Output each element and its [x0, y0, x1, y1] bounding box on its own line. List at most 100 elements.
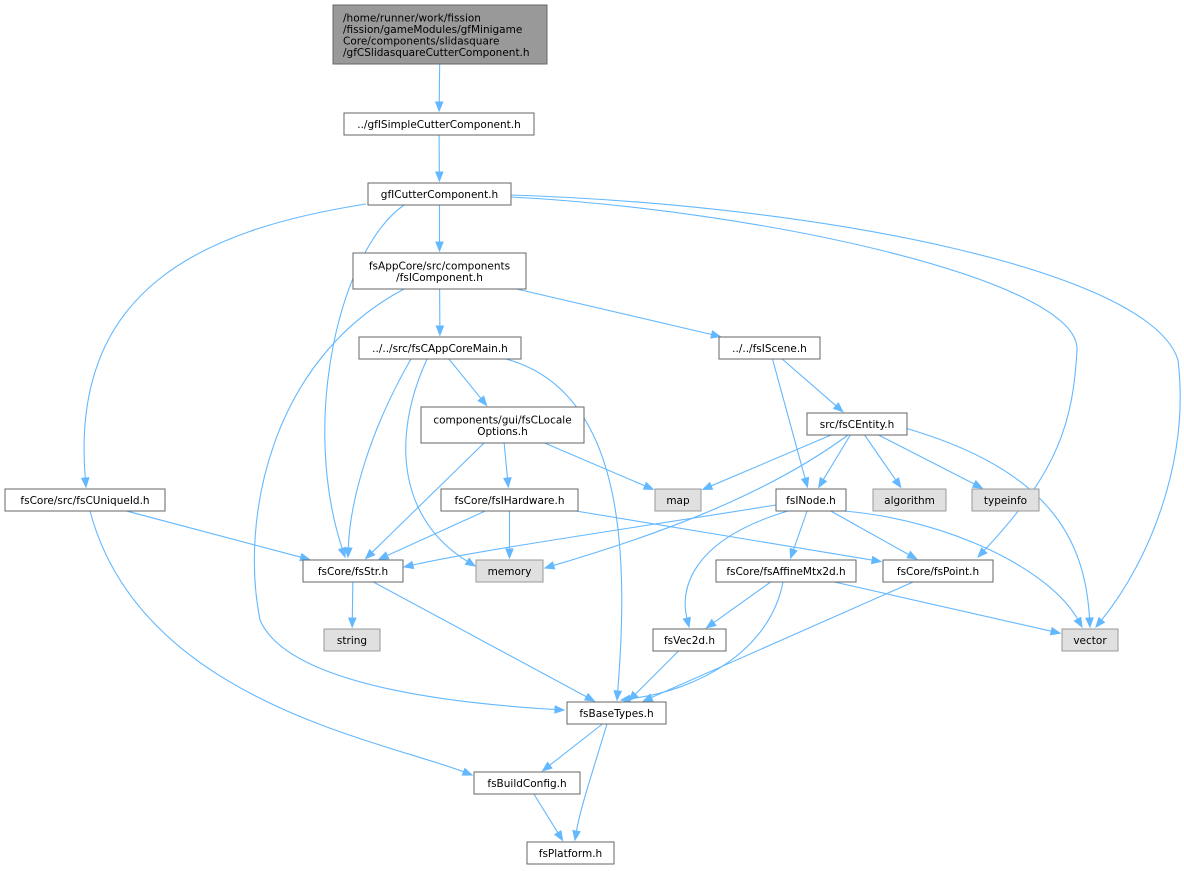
node-affine[interactable]: fsCore/fsAffineMtx2d.h — [715, 559, 857, 583]
node-icomponent-box — [352, 252, 527, 290]
edge-fsstr-to-basetypes — [373, 581, 587, 698]
node-vector[interactable]: vector — [1061, 628, 1119, 652]
node-root[interactable]: /home/runner/work/fission/fission/gameMo… — [332, 4, 548, 65]
edge-inode-to-fsstr — [412, 504, 777, 566]
node-centity-label-line-0: src/fsCEntity.h — [820, 419, 895, 431]
edge-appcoremain-to-memory — [405, 358, 468, 562]
node-platform-label-line-0: fsPlatform.h — [539, 848, 602, 860]
edge-locale-to-fsstr — [371, 442, 485, 553]
edge-affine-to-basetypes — [629, 581, 784, 700]
arrowhead-inode-to-point — [906, 550, 918, 560]
node-cutter-box — [367, 182, 512, 206]
arrowhead-locale-to-fsstr — [364, 548, 376, 560]
node-locale-label-line-1: Options.h — [477, 426, 528, 438]
arrowhead-cutter-to-uniqueid — [80, 477, 90, 489]
arrowhead-iscene-to-centity — [832, 402, 844, 413]
edge-ihardware-to-fsstr — [387, 510, 486, 556]
node-locale-label-line-0: components/gui/fsCLocale — [433, 414, 571, 426]
node-platform[interactable]: fsPlatform.h — [526, 841, 615, 865]
node-ihardware[interactable]: fsCore/fsIHardware.h — [440, 488, 579, 512]
arrowhead-vec2d-to-basetypes — [627, 690, 639, 702]
edge-inode-to-vec2d — [684, 510, 789, 619]
node-iscene[interactable]: ../../fsIScene.h — [718, 336, 821, 360]
edge-cutter-to-uniqueid — [83, 203, 367, 479]
edge-centity-to-inode — [822, 434, 851, 480]
node-typeinfo-box — [971, 488, 1040, 512]
arrowhead-inode-to-vector — [1073, 616, 1083, 629]
edge-uniqueid-to-fsstr — [126, 510, 301, 558]
arrowhead-centity-to-map — [701, 481, 714, 490]
edge-appcoremain-to-fsstr — [347, 358, 412, 549]
node-point[interactable]: fsCore/fsPoint.h — [882, 559, 994, 583]
arrowhead-cutter-to-point — [977, 547, 988, 558]
node-memory[interactable]: memory — [475, 559, 544, 583]
arrowhead-fsstr-to-basetypes — [583, 692, 596, 702]
node-inode[interactable]: fsINode.h — [775, 488, 847, 512]
node-map[interactable]: map — [654, 488, 702, 512]
node-fsstr[interactable]: fsCore/fsStr.h — [302, 559, 404, 583]
arrowhead-simplecutter-to-cutter — [435, 171, 444, 183]
node-point-box — [882, 559, 994, 583]
node-algorithm[interactable]: algorithm — [872, 488, 947, 512]
arrowhead-centity-to-algorithm — [891, 477, 902, 489]
arrowhead-icomponent-to-basetypes — [554, 705, 566, 714]
arrowhead-icomponent-to-appcoremain — [435, 325, 445, 337]
node-uniqueid[interactable]: fsCore/src/fsCUniqueId.h — [4, 488, 166, 512]
edge-affine-to-vec2d — [713, 581, 771, 624]
edge-inode-to-affine — [793, 510, 808, 550]
node-platform-box — [526, 841, 615, 865]
node-fsstr-label-line-0: fsCore/fsStr.h — [318, 566, 388, 578]
arrowhead-locale-to-map — [642, 481, 655, 490]
node-vec2d-box — [652, 628, 727, 652]
node-iscene-box — [718, 336, 821, 360]
node-appcoremain-box — [358, 336, 522, 360]
edge-buildconfig-to-platform — [533, 793, 559, 833]
node-uniqueid-box — [4, 488, 166, 512]
node-icomponent-label-line-0: fsAppCore/src/components — [369, 260, 510, 272]
arrowhead-affine-to-vec2d — [705, 618, 717, 629]
arrowhead-appcoremain-to-locale — [477, 395, 488, 407]
node-root-label-line-2: Core/components/slidasquare — [343, 35, 499, 47]
edge-centity-to-vector — [904, 427, 1091, 619]
edge-cutter-to-fsstr — [324, 204, 405, 549]
node-buildconfig-label-line-0: fsBuildConfig.h — [487, 778, 566, 790]
node-vec2d[interactable]: fsVec2d.h — [652, 628, 727, 652]
edge-appcoremain-to-basetypes — [505, 358, 623, 692]
node-centity[interactable]: src/fsCEntity.h — [806, 412, 908, 436]
edge-centity-to-memory — [553, 434, 849, 566]
node-simplecutter-label-line-0: ../gfISimpleCutterComponent.h — [357, 119, 520, 131]
edge-ihardware-to-point — [575, 510, 873, 561]
edge-cutter-to-vector — [510, 194, 1181, 621]
arrowhead-appcoremain-to-basetypes — [613, 690, 623, 702]
arrowhead-locale-to-ihardware — [503, 477, 512, 489]
node-inode-box — [775, 488, 847, 512]
arrowhead-ihardware-to-point — [870, 555, 883, 565]
node-memory-label-line-0: memory — [488, 566, 532, 578]
edge-locale-to-ihardware — [503, 442, 508, 479]
node-ihardware-label-line-0: fsCore/fsIHardware.h — [455, 495, 565, 507]
nodes-layer: /home/runner/work/fission/fission/gameMo… — [4, 4, 1119, 865]
node-map-box — [654, 488, 702, 512]
node-buildconfig-box — [473, 771, 581, 795]
edge-basetypes-to-platform — [575, 723, 608, 832]
node-basetypes-label-line-0: fsBaseTypes.h — [579, 708, 653, 720]
node-simplecutter[interactable]: ../gfISimpleCutterComponent.h — [343, 112, 535, 136]
node-appcoremain-label-line-0: ../../src/fsCAppCoreMain.h — [372, 343, 508, 355]
node-vector-label-line-0: vector — [1073, 635, 1107, 647]
node-buildconfig[interactable]: fsBuildConfig.h — [473, 771, 581, 795]
node-cutter[interactable]: gfICutterComponent.h — [367, 182, 512, 206]
edge-locale-to-map — [544, 442, 646, 487]
edge-basetypes-to-buildconfig — [549, 723, 603, 766]
node-basetypes[interactable]: fsBaseTypes.h — [566, 701, 667, 725]
arrowhead-appcoremain-to-memory — [464, 557, 477, 567]
node-string-box — [323, 628, 381, 652]
node-appcoremain[interactable]: ../../src/fsCAppCoreMain.h — [358, 336, 522, 360]
arrowhead-iscene-to-inode — [800, 476, 810, 489]
node-fsstr-box — [302, 559, 404, 583]
edge-icomponent-to-basetypes — [253, 288, 556, 711]
node-typeinfo[interactable]: typeinfo — [971, 488, 1040, 512]
node-string[interactable]: string — [323, 628, 381, 652]
edge-inode-to-point — [830, 510, 909, 556]
node-icomponent[interactable]: fsAppCore/src/components/fsIComponent.h — [352, 252, 527, 290]
